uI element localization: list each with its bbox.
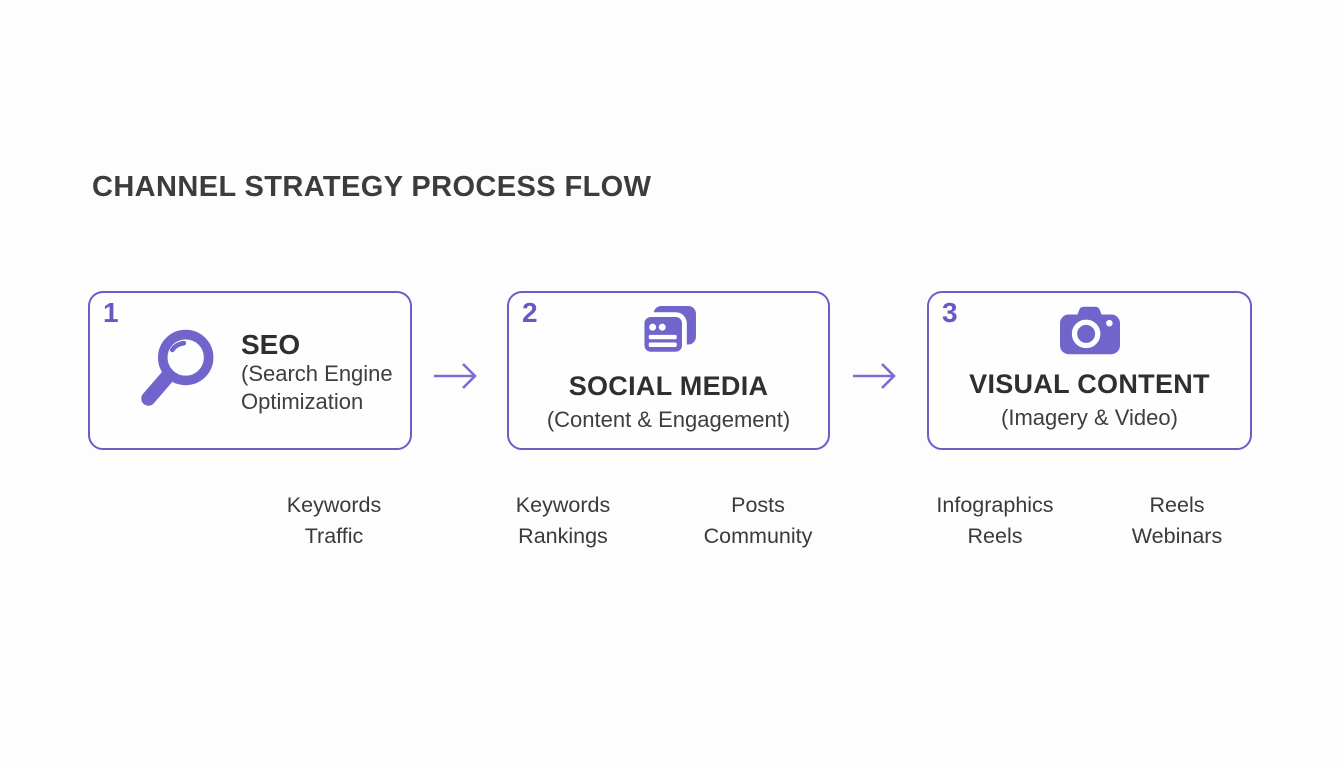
output-label: Keywords xyxy=(286,493,382,517)
output-label: Reels xyxy=(1149,493,1205,517)
step-card-seo: 1 SEO (Search Engine Optimization xyxy=(88,291,412,450)
output-label: Community xyxy=(703,524,813,548)
step-card-social-media: 2 SOCIAL MEDIA (Content & Engagement) xyxy=(507,291,830,450)
output-labels-social-right: Posts Community xyxy=(648,490,868,552)
step-subtitle-line: Optimization xyxy=(241,388,364,414)
step-subtitle-line: (Content & Engagement) xyxy=(546,407,791,432)
output-label: Infographics xyxy=(936,493,1054,517)
step-subtitle-line: (Imagery & Video) xyxy=(1001,405,1178,430)
step-title: VISUAL CONTENT xyxy=(969,369,1210,399)
page-title: CHANNEL STRATEGY PROCESS FLOW xyxy=(92,171,652,203)
camera-icon xyxy=(1059,305,1120,360)
step-subtitle-line: (Search Engine xyxy=(241,360,393,386)
output-labels-seo: Keywords Traffic xyxy=(224,490,444,552)
output-label: Rankings xyxy=(518,524,608,548)
arrow-right-icon xyxy=(852,357,898,400)
posts-icon xyxy=(638,305,700,362)
step-number: 1 xyxy=(103,297,119,328)
step-title: SOCIAL MEDIA xyxy=(568,371,769,401)
step-number: 3 xyxy=(942,297,958,328)
output-labels-visual-right: Reels Webinars xyxy=(1067,490,1287,552)
step-title: SEO xyxy=(241,328,301,360)
output-labels-visual-left: Infographics Reels xyxy=(885,490,1105,552)
step-card-visual-content: 3 VISUAL CONTENT (Imagery & Video) xyxy=(927,291,1252,450)
output-label: Webinars xyxy=(1131,524,1223,548)
output-label: Traffic xyxy=(304,524,364,548)
output-label: Posts xyxy=(731,493,785,517)
output-label: Reels xyxy=(967,524,1023,548)
arrow-right-icon xyxy=(433,357,479,400)
output-labels-social-left: Keywords Rankings xyxy=(453,490,673,552)
magnifier-icon xyxy=(136,324,222,417)
step-number: 2 xyxy=(522,297,538,328)
output-label: Keywords xyxy=(515,493,611,517)
